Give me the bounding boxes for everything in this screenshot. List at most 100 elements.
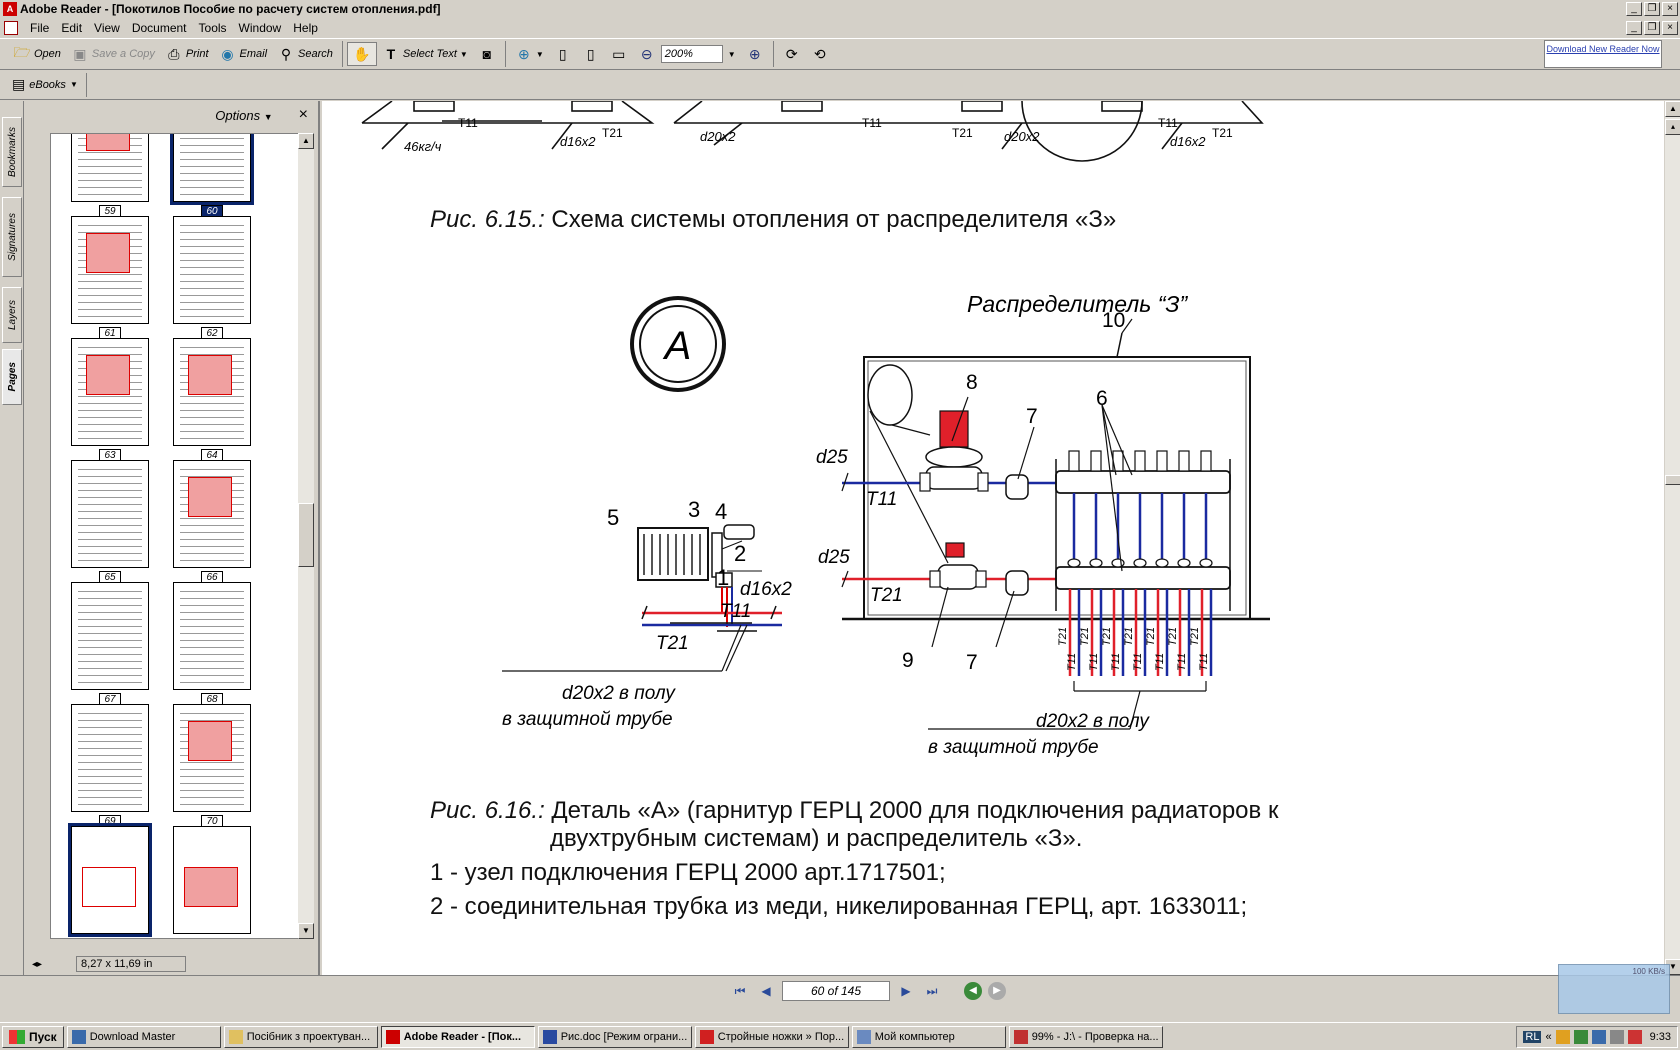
top-label: T11 [862,116,882,130]
tray-antivirus-icon[interactable] [1627,1029,1642,1044]
search-button[interactable]: ⚲Search [272,42,338,66]
minimize-button[interactable]: _ [1626,2,1642,16]
last-page-button[interactable]: ⏭ [926,983,938,998]
task-app-icon [856,1029,871,1044]
pipe-label-t21: T21 [1079,627,1091,646]
email-button[interactable]: ◉Email [214,42,273,66]
chevron-down-icon[interactable]: ▼ [459,49,468,59]
tray-expand-icon[interactable]: « [1545,1030,1552,1043]
label-1: 1 [717,565,729,590]
page-thumbnail[interactable]: 68 [173,582,251,705]
doc-close-button[interactable]: × [1662,21,1678,35]
doc-restore-button[interactable]: ❐ [1644,21,1660,35]
previous-page-button[interactable]: ◀ [761,984,771,998]
tray-download-icon[interactable] [1573,1029,1588,1044]
options-menu[interactable]: Options ▼ [215,107,273,123]
zoom-field[interactable]: 200% [660,45,723,63]
document-icon[interactable] [4,21,18,35]
thumbnail-page-image [173,826,251,934]
top-label: 46кг/ч [404,139,442,154]
page-thumbnail[interactable]: 61 [71,216,149,339]
menu-file[interactable]: File [30,21,50,35]
thumbnail-scrollbar[interactable]: ▲ ▼ [298,133,314,939]
menu-help[interactable]: Help [293,21,318,35]
page-thumbnail[interactable]: 65 [71,460,149,583]
first-page-button[interactable]: ⏮ [734,983,746,998]
page-thumbnail[interactable]: 64 [173,338,251,461]
close-button[interactable]: × [1662,2,1678,16]
tab-layers[interactable]: Layers [2,287,22,343]
rotate-cw-button[interactable]: ⟳ [778,42,806,66]
fit-width-button[interactable]: ▭ [605,42,633,66]
fit-page-button[interactable]: ▯ [577,42,605,66]
zoom-tool-button[interactable]: ⊕▼ [510,42,549,66]
go-forward-button[interactable]: ▶ [988,982,1006,1000]
snapshot-button[interactable]: ◙ [473,42,501,66]
page-thumbnail[interactable]: 70 [173,704,251,827]
document-scrollbar[interactable]: ▲ ▴ ▼ [1664,101,1680,975]
label-9: 9 [902,649,914,672]
taskbar-task[interactable]: Стройные ножки » Пор... [694,1025,849,1048]
menu-tools[interactable]: Tools [198,21,227,35]
next-page-button[interactable]: ▶ [901,984,911,998]
task-label: Посібник з проектуван... [246,1030,371,1043]
detail-circle [630,296,726,392]
go-back-button[interactable]: ◀ [964,982,982,1000]
close-panel-button[interactable]: × [298,106,308,123]
language-indicator[interactable]: RL [1523,1030,1542,1043]
taskbar-task[interactable]: Рис.doc [Режим ограни... [537,1025,692,1048]
page-thumbnail[interactable] [68,823,152,937]
label-tube-right: в защитной трубе [928,737,1099,758]
taskbar-task[interactable]: 99% - J:\ - Проверка на... [1008,1025,1163,1048]
doc-minimize-button[interactable]: _ [1626,21,1642,35]
taskbar-task[interactable]: Посібник з проектуван... [223,1025,378,1048]
tab-signatures[interactable]: Signatures [2,197,22,277]
page-thumbnail[interactable] [173,826,251,934]
zoom-dropdown[interactable]: ▼ [723,42,741,66]
start-button[interactable]: Пуск [2,1025,64,1048]
scroll-thumb[interactable] [298,503,314,567]
hand-tool-button[interactable]: ✋ [346,42,377,66]
save-copy-button[interactable]: ▣Save a Copy [66,42,160,66]
tray-volume-icon[interactable] [1609,1029,1624,1044]
page-thumbnail[interactable]: 62 [173,216,251,339]
taskbar-task[interactable]: Мой компьютер [851,1025,1006,1048]
page-thumbnail[interactable]: 69 [71,704,149,827]
ebooks-button[interactable]: ▤ eBooks ▼ [0,72,87,97]
taskbar-task[interactable]: Download Master [66,1025,221,1048]
doc-scroll-thumb[interactable] [1665,475,1680,485]
zoom-in-button[interactable]: ⊕ [741,42,769,66]
rotate-ccw-button[interactable]: ⟲ [806,42,834,66]
maximize-button[interactable]: ❐ [1644,2,1660,16]
page-thumbnail[interactable]: 60 [170,134,254,217]
filter-lower [1005,570,1029,596]
download-reader-link[interactable]: Download New Reader Now [1544,40,1662,68]
doc-scroll-up-button[interactable]: ▲ [1665,101,1680,117]
page-thumbnail[interactable]: 59 [71,134,149,217]
menu-window[interactable]: Window [238,21,282,35]
menu-edit[interactable]: Edit [61,21,83,35]
chevron-down-icon[interactable]: ▼ [535,49,544,59]
zoom-out-button[interactable]: ⊖ [633,42,661,66]
open-button[interactable]: 🗁Open [8,42,66,66]
tab-bookmarks[interactable]: Bookmarks [2,117,22,187]
panel-collapse-icon[interactable]: ◂▸ [32,958,43,970]
task-app-icon [699,1029,714,1044]
tab-pages[interactable]: Pages [2,349,22,405]
doc-scroll-up2-button[interactable]: ▴ [1665,119,1680,135]
print-button[interactable]: ⎙Print [160,42,214,66]
menu-document[interactable]: Document [131,21,187,35]
page-thumbnail[interactable]: 63 [71,338,149,461]
tray-network-icon[interactable] [1591,1029,1606,1044]
scroll-up-button[interactable]: ▲ [298,133,314,149]
scroll-down-button[interactable]: ▼ [298,923,314,939]
page-thumbnail[interactable]: 67 [71,582,149,705]
top-label: T21 [602,126,623,140]
actual-size-button[interactable]: ▯ [549,42,577,66]
page-thumbnail[interactable]: 66 [173,460,251,583]
taskbar-task[interactable]: Adobe Reader - [Пок... [380,1025,535,1048]
page-number-field[interactable]: 60 of 145 [782,981,890,1001]
menu-view[interactable]: View [94,21,120,35]
tray-app-icon[interactable] [1555,1029,1570,1044]
